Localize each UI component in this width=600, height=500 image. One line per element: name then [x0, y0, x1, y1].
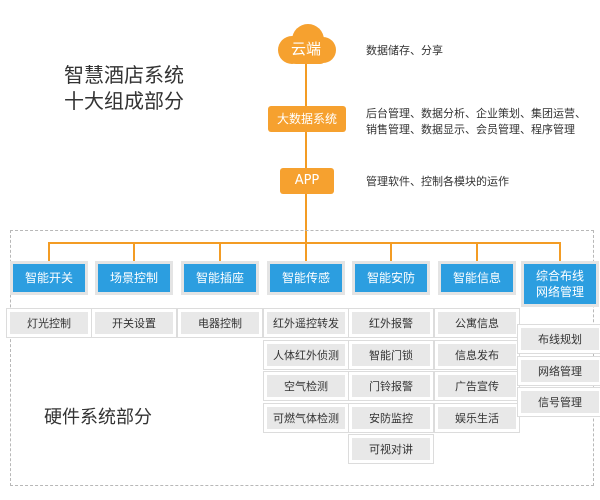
cloud-label: 云端 [290, 40, 321, 58]
title-line-1: 智慧酒店系统 [64, 63, 184, 87]
category-connector [219, 242, 221, 264]
category-box: 综合布线 网络管理 [524, 264, 596, 304]
sub-item-box: 红外报警 [352, 312, 430, 334]
bigdata-desc-line-2: 销售管理、数据显示、会员管理、程序管理 [366, 123, 575, 136]
category-box: 智能传感 [270, 264, 342, 292]
sub-item-box: 智能门锁 [352, 343, 430, 366]
sub-item-box: 空气检测 [267, 375, 345, 397]
cloud-desc: 数据储存、分享 [366, 44, 443, 57]
sub-item-box: 信息发布 [438, 343, 516, 366]
sub-item-box: 布线规划 [521, 328, 599, 350]
category-connector [559, 242, 561, 264]
trunk-line [305, 64, 307, 242]
cloud-icon [278, 24, 336, 64]
sub-item-box: 人体红外侦测 [267, 343, 345, 366]
app-node: APP [280, 168, 334, 194]
category-box: 场景控制 [98, 264, 170, 292]
category-connector [133, 242, 135, 264]
category-box: 智能开关 [13, 264, 85, 292]
sub-item-box: 广告宣传 [438, 375, 516, 397]
sub-item-box: 开关设置 [95, 312, 173, 334]
category-box: 智能信息 [441, 264, 513, 292]
sub-item-box: 电器控制 [181, 312, 259, 334]
title-line-2: 十大组成部分 [64, 89, 184, 113]
category-box: 智能插座 [184, 264, 256, 292]
hardware-label: 硬件系统部分 [44, 407, 152, 428]
bigdata-node: 大数据系统 [268, 106, 346, 132]
sub-item-box: 安防监控 [352, 406, 430, 429]
bus-line [49, 242, 560, 244]
category-connector [48, 242, 50, 264]
sub-item-box: 网络管理 [521, 359, 599, 382]
category-connector [390, 242, 392, 264]
category-connector [476, 242, 478, 264]
bigdata-desc-line-1: 后台管理、数据分析、企业策划、集团运营、 [366, 107, 586, 120]
category-connector [305, 242, 307, 264]
sub-item-box: 可视对讲 [352, 438, 430, 460]
category-box: 智能安防 [355, 264, 427, 292]
sub-item-box: 信号管理 [521, 391, 599, 413]
sub-item-box: 红外遥控转发 [267, 312, 345, 334]
hardware-region [10, 230, 594, 486]
app-desc: 管理软件、控制各模块的运作 [366, 175, 509, 188]
sub-item-box: 灯光控制 [10, 312, 88, 334]
sub-item-box: 公寓信息 [438, 312, 516, 334]
sub-item-box: 娱乐生活 [438, 406, 516, 429]
sub-item-box: 门铃报警 [352, 375, 430, 397]
sub-item-box: 可燃气体检测 [267, 406, 345, 429]
